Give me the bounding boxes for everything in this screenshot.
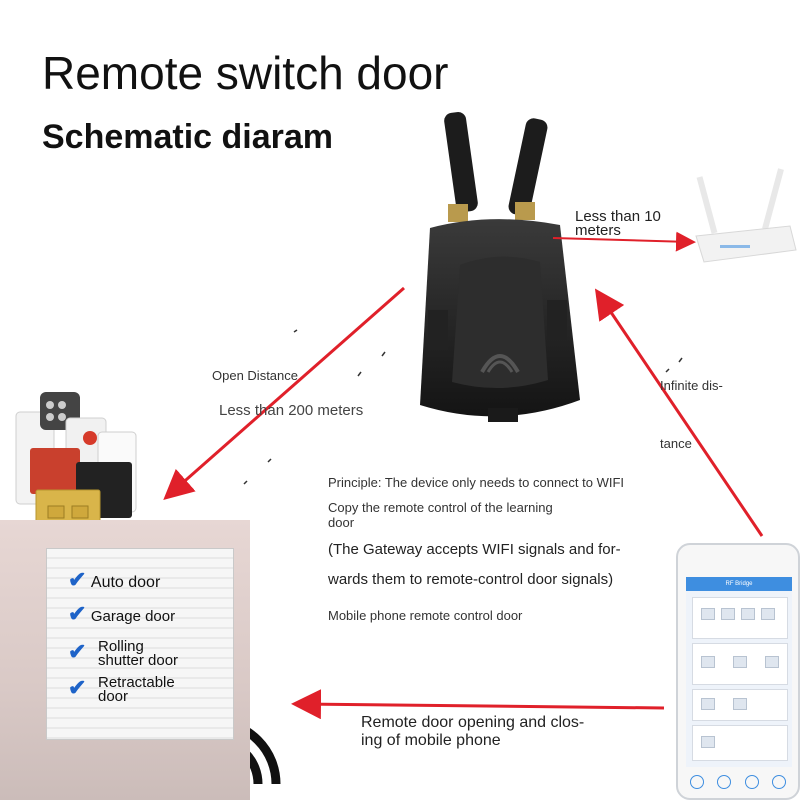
check-icon: ✔ — [68, 567, 87, 592]
remote-controls — [15, 392, 137, 555]
shutter-door — [46, 548, 234, 740]
copy-remote-line1: Copy the remote control of the learning — [328, 500, 553, 515]
nav-icon — [690, 775, 704, 789]
copy-remote-line2: door — [328, 515, 355, 530]
page-subtitle: Schematic diaram — [42, 118, 334, 156]
gateway-note-line1: (The Gateway accepts WIFI signals and fo… — [328, 541, 621, 558]
app-card — [692, 725, 788, 761]
decor-ticks — [243, 329, 683, 485]
mobile-phone: RF Bridge — [676, 543, 800, 800]
arrow-phone-to-gateway — [594, 288, 764, 537]
phone-link-line2: ing of mobile phone — [361, 732, 501, 749]
app-title-bar: RF Bridge — [686, 577, 792, 591]
door-type-retractable: ✔ Retractable door — [68, 674, 175, 705]
arrow-phone-to-door — [291, 689, 665, 720]
arrow-to-door — [163, 286, 405, 500]
phone-bottom-bar — [690, 775, 786, 789]
door-type-label: Auto door — [90, 574, 161, 591]
door-type-label-2: shutter door — [98, 652, 179, 669]
gateway-note-line2: wards them to remote-control door signal… — [328, 571, 614, 588]
door-type-label: Garage door — [90, 608, 176, 625]
open-distance-label: Open Distance — [212, 368, 298, 383]
door-type-label: Retractable — [98, 674, 175, 691]
open-distance-value: Less than 200 meters — [219, 402, 364, 419]
app-card — [692, 643, 788, 685]
check-icon: ✔ — [68, 601, 87, 626]
door-type-label: Rolling — [98, 638, 144, 655]
nav-icon — [744, 775, 759, 789]
router-distance-line1: Less than 10 — [575, 208, 661, 225]
phone-link-line1: Remote door opening and clos- — [361, 714, 585, 731]
phone-control-text: Mobile phone remote control door — [328, 608, 523, 623]
principle-text: Principle: The device only needs to conn… — [328, 475, 625, 490]
wifi-router — [695, 168, 797, 263]
phone-screen: RF Bridge — [686, 577, 792, 767]
page-title: Remote switch door — [42, 47, 449, 99]
arrow-to-router — [552, 231, 696, 252]
infinite-distance-line2: tance — [660, 436, 692, 451]
door-type-label-2: door — [98, 688, 129, 705]
app-card — [692, 597, 788, 639]
nav-icon — [771, 775, 786, 789]
door-type-garage: ✔ Garage door — [68, 601, 176, 626]
door-type-auto: ✔ Auto door — [68, 567, 161, 592]
door-type-rolling: ✔ Rolling shutter door — [68, 638, 179, 669]
app-card — [692, 689, 788, 721]
router-distance-line2: meters — [575, 222, 621, 239]
nav-icon — [717, 775, 732, 789]
gateway-device — [420, 111, 580, 422]
infinite-distance-line1: Infinite dis- — [660, 378, 723, 393]
check-icon: ✔ — [68, 639, 87, 664]
router-distance-label: Less than 10 meters — [575, 208, 661, 240]
check-icon: ✔ — [68, 675, 87, 700]
